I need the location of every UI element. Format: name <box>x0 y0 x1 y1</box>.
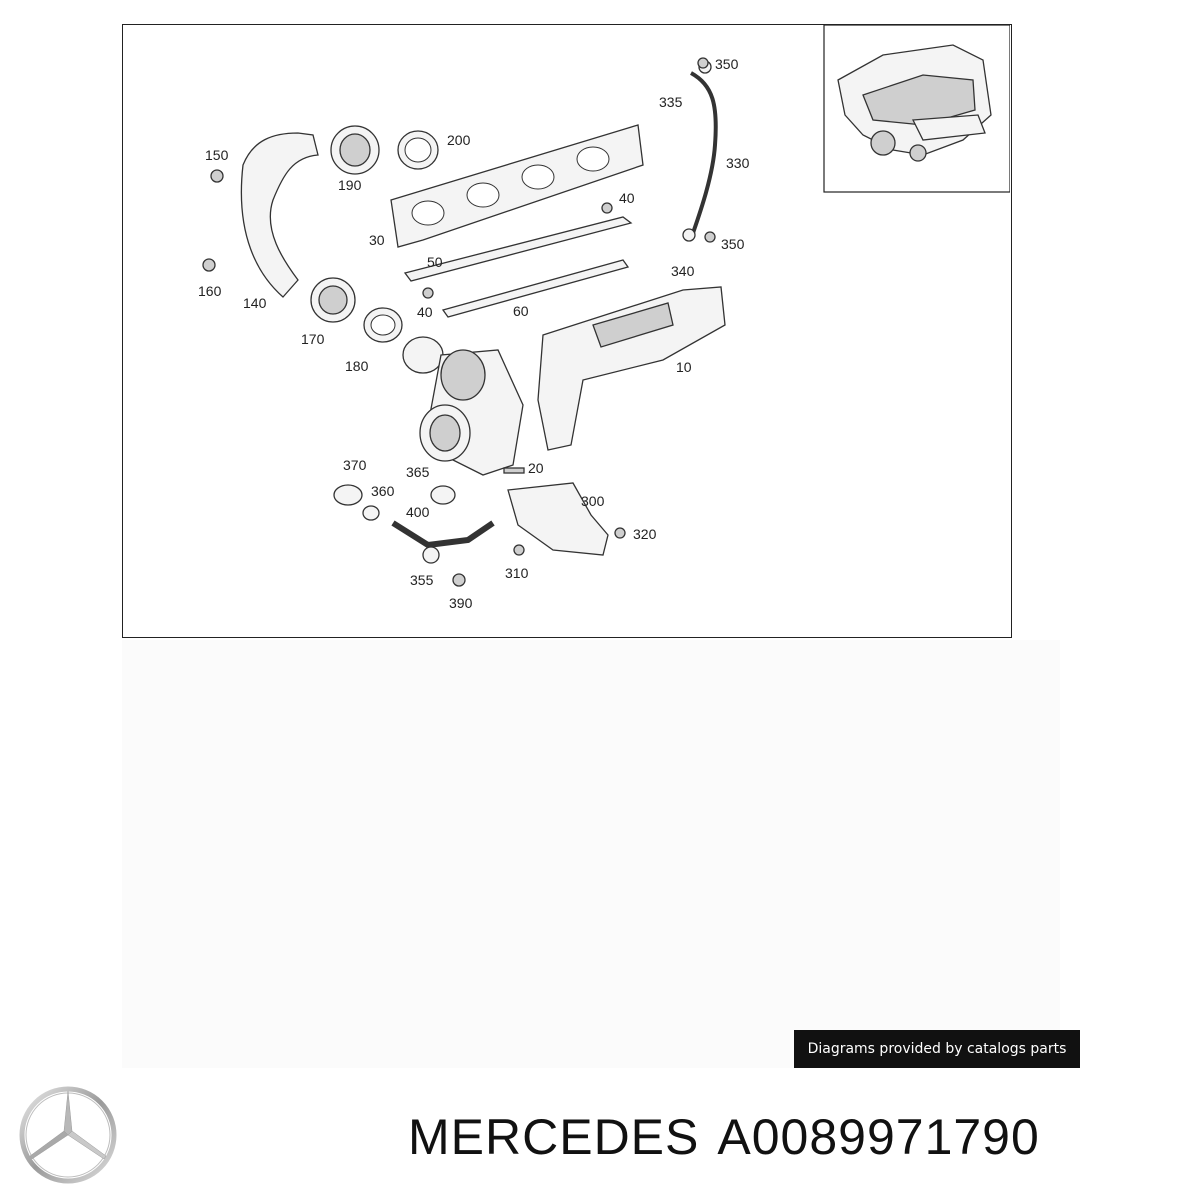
part-label: 330 <box>726 155 750 171</box>
parts-diagram-drawing: 350 335 330 350 340 200 190 150 160 140 … <box>198 25 1010 611</box>
clamp-180 <box>363 307 403 343</box>
lower-background-area <box>122 640 1060 1068</box>
part-label: 40 <box>417 304 433 320</box>
part-label: 310 <box>505 565 529 581</box>
part-label: 170 <box>301 331 325 347</box>
gasket-50 <box>403 216 633 282</box>
part-label: 30 <box>369 232 385 248</box>
part-label: 160 <box>198 283 222 299</box>
part-label: 20 <box>528 460 544 476</box>
brand-part-number-line: MERCEDES A0089971790 <box>408 1108 1040 1166</box>
intake-gasket <box>390 124 644 248</box>
brand-name: MERCEDES <box>408 1109 700 1165</box>
clamp-190 <box>330 125 380 175</box>
part-label: 350 <box>721 236 745 252</box>
part-label: 355 <box>410 572 434 588</box>
diagram-credit-banner: Diagrams provided by catalogs parts <box>794 1030 1080 1068</box>
part-label: 400 <box>406 504 430 520</box>
part-label: 365 <box>406 464 430 480</box>
credit-text: Diagrams provided by catalogs parts <box>807 1041 1067 1057</box>
gasket-60 <box>441 259 630 318</box>
oil-return-line <box>391 520 495 549</box>
part-label: 150 <box>205 147 229 163</box>
part-label: 335 <box>659 94 683 110</box>
part-label: 200 <box>447 132 471 148</box>
oil-feed-line <box>689 71 718 234</box>
turbocharger <box>402 336 524 476</box>
exhaust-manifold <box>537 286 726 451</box>
engine-inset-thumbnail <box>823 25 1010 193</box>
part-label: 340 <box>671 263 695 279</box>
part-label: 370 <box>343 457 367 473</box>
part-label: 350 <box>715 56 739 72</box>
part-label: 50 <box>427 254 443 270</box>
heat-shield <box>507 482 609 556</box>
part-label: 190 <box>338 177 362 193</box>
part-label: 60 <box>513 303 529 319</box>
part-label: 10 <box>676 359 692 375</box>
part-number: A0089971790 <box>717 1109 1040 1165</box>
part-label: 300 <box>581 493 605 509</box>
part-label: 390 <box>449 595 473 611</box>
clamp-170 <box>310 277 356 323</box>
part-label: 140 <box>243 295 267 311</box>
part-label: 320 <box>633 526 657 542</box>
charge-air-hose <box>240 132 319 298</box>
part-label: 180 <box>345 358 369 374</box>
parts-diagram: 350 335 330 350 340 200 190 150 160 140 … <box>122 24 1012 638</box>
mercedes-star-icon <box>19 1086 117 1184</box>
part-label: 40 <box>619 190 635 206</box>
part-label: 360 <box>371 483 395 499</box>
clamp-200 <box>397 130 439 170</box>
